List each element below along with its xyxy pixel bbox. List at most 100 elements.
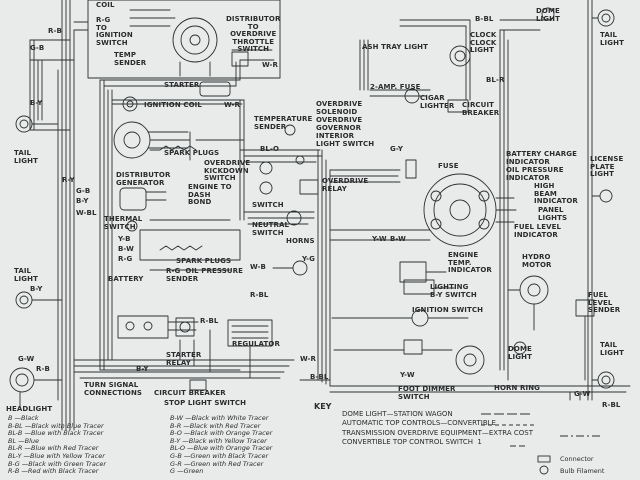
label-tail-light-tr: TAIL LIGHT [600, 31, 624, 47]
label-horns: HORNS [286, 237, 315, 245]
key-column-1: B —Black B-BL —Black with Blue Tracer BL… [8, 414, 107, 476]
label-gb-tl: G-B [30, 44, 45, 52]
label-tail-light-br: TAIL LIGHT [600, 341, 624, 357]
label-bbl-bot: B-BL [310, 373, 329, 381]
key-entry: R-B —Red with Black Tracer [8, 467, 99, 476]
label-fuse: FUSE [438, 162, 459, 170]
key-column-2: B-W —Black with White Tracer B-R —Black … [170, 414, 273, 476]
label-switch: SWITCH [252, 201, 284, 209]
label-circuit-breaker-top: CIRCUIT BREAKER [462, 101, 500, 117]
label-overdrive-solenoid: OVERDRIVE SOLENOID [316, 100, 363, 116]
label-gw-bot: G-W [18, 355, 35, 363]
label-turn-signal: TURN SIGNAL CONNECTIONS [84, 381, 143, 397]
label-engine-temp-ind: ENGINE TEMP. INDICATOR [448, 251, 492, 274]
bulb-filament-legend: Bulb Filament [560, 467, 605, 475]
label-by-bot: B-Y [136, 365, 149, 373]
label-clock-light: CLOCK CLOCK LIGHT [470, 31, 497, 54]
label-fuel-level-sender: FUEL LEVEL SENDER [588, 291, 621, 314]
label-rbl: R-BL [250, 291, 269, 299]
label-wr-coil: W-R [224, 101, 241, 109]
label-rg-l: R-G [118, 255, 133, 263]
label-headlight: HEADLIGHT [6, 405, 53, 413]
label-yg: Y-G [302, 255, 315, 263]
label-wr-top: W-R [262, 61, 279, 69]
key-title: KEY [314, 402, 332, 411]
key-entry: BL —Blue [8, 436, 40, 445]
label-wbl: W-BL [76, 209, 97, 217]
label-engine-to-dash: ENGINE TO DASH BOND [188, 183, 232, 206]
label-yw: Y-W [372, 235, 387, 243]
label-rbl2: R-BL [200, 317, 219, 325]
key-entry: BL-B —Blue with Black Tracer [8, 429, 104, 438]
label-starter: STARTER [164, 81, 200, 89]
key-entry: BL-R —Blue with Red Tracer [8, 444, 99, 453]
key-entry: G —Green [170, 467, 204, 476]
label-by-l2: B-Y [76, 197, 89, 205]
label-ignition-switch: IGNITION SWITCH [412, 306, 484, 314]
label-blo: BL-O [260, 145, 280, 153]
label-temperature-sender: TEMPERATURE SENDER [254, 115, 313, 131]
label-tail-light-ml: TAIL LIGHT [14, 267, 38, 283]
equipment-entry: AUTOMATIC TOP CONTROLS—CONVERTIBLE [342, 419, 496, 428]
key-entry: B-Y —Black with Yellow Tracer [170, 436, 267, 445]
label-wb: W-B [250, 263, 266, 271]
label-distributor-top: DISTRIBUTOR TO OVERDRIVE THROTTLE SWITCH [226, 15, 281, 53]
label-rbl-r: R-BL [602, 401, 621, 409]
label-oil-pressure-ind: OIL PRESSURE INDICATOR [506, 166, 564, 182]
label-bw-r: B-W [390, 235, 406, 243]
label-overdrive-governor: OVERDRIVE GOVERNOR [316, 116, 363, 132]
label-bbl-top: B-BL [475, 15, 494, 23]
label-distributor-generator: DISTRIBUTOR GENERATOR [116, 171, 171, 187]
key-entry: B-O —Black with Orange Tracer [170, 429, 273, 438]
connector-legend: Connector [560, 455, 594, 463]
label-hydro-motor: HYDRO MOTOR [522, 253, 552, 269]
key-entry: B-R —Black with Red Tracer [170, 421, 261, 430]
label-yb: Y-B [118, 235, 131, 243]
label-battery: BATTERY [108, 275, 144, 283]
label-overdrive-kickdown: OVERDRIVE KICKDOWN SWITCH [204, 159, 251, 182]
key-entry: B-G —Black with Green Tracer [8, 459, 107, 468]
label-overdrive-relay: OVERDRIVE RELAY [322, 177, 369, 193]
label-ry: R-Y [62, 176, 75, 184]
label-battery-charge: BATTERY CHARGE INDICATOR [506, 150, 577, 166]
label-spark-plugs-top: SPARK PLUGS [164, 149, 220, 157]
label-lighting-switch: LIGHTING B-Y SWITCH [430, 283, 477, 299]
label-circuit-breaker-bot: CIRCUIT BREAKER [154, 389, 226, 397]
label-foot-dimmer: FOOT DIMMER SWITCH [398, 385, 456, 401]
key-entry: B —Black [8, 414, 39, 422]
label-neutral-switch: NEUTRAL SWITCH [252, 221, 290, 237]
label-dome-light-br: DOME LIGHT [508, 345, 532, 361]
label-yw-bot: Y-W [400, 371, 415, 379]
label-by-left: B-Y [30, 99, 43, 107]
label-spark-plugs-mid: SPARK PLUGS [176, 257, 232, 265]
label-thermal-switch: THERMAL SWITCH [104, 215, 143, 231]
label-horn-ring: HORN RING [494, 384, 540, 392]
equipment-entry: CONVERTIBLE TOP CONTROL SWITCH 1 [342, 438, 482, 447]
key-entry: G-R —Green with Red Tracer [170, 459, 264, 468]
label-gb-l: G-B [76, 187, 91, 195]
label-starter-relay: STARTER RELAY [166, 351, 202, 367]
key-entry: B-BL —Black with Blue Tracer [8, 421, 104, 430]
label-ignition-coil: IGNITION COIL [144, 101, 202, 109]
key-entry: BL-O —Blue with Orange Tracer [170, 444, 273, 453]
label-oil-pressure-sender: R-G OIL PRESSURE SENDER [166, 267, 243, 283]
label-interior-light-switch: INTERIOR LIGHT SWITCH [316, 132, 375, 148]
equipment-entry: DOME LIGHT—STATION WAGON [342, 410, 453, 418]
label-cigar-lighter: CIGAR LIGHTER [420, 94, 455, 110]
label-regulator: REGULATOR [232, 340, 280, 348]
label-wr-bot: W-R [300, 355, 317, 363]
label-gw-r: G-W [574, 390, 591, 398]
label-bw: B-W [118, 245, 134, 253]
label-coil: COIL [96, 1, 115, 9]
label-blr: BL-R [486, 76, 505, 84]
key-entry: B-W —Black with White Tracer [170, 414, 269, 422]
label-high-beam: HIGH BEAM INDICATOR [534, 182, 578, 205]
label-panel-lights: PANEL LIGHTS [538, 206, 568, 222]
label-by-ml: B-Y [30, 285, 43, 293]
label-rb-bot: R-B [36, 365, 50, 373]
label-rb-tl: R-B [48, 27, 62, 35]
label-dome-light-top: DOME LIGHT [536, 7, 560, 23]
equipment-line-legend: DOME LIGHT—STATION WAGON AUTOMATIC TOP C… [342, 410, 533, 448]
